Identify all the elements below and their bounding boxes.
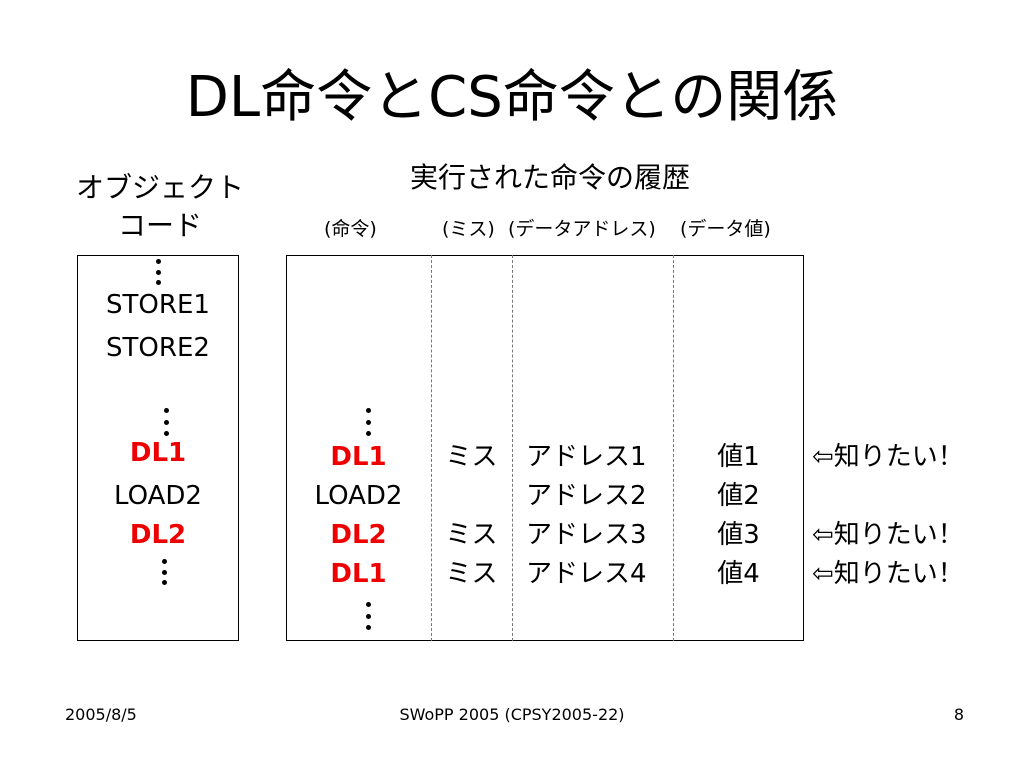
vertical-ellipsis-icon (153, 259, 163, 285)
slide-title: DL命令とCS命令との関係 (185, 65, 839, 130)
note-text: 知りたい！ (833, 442, 964, 472)
object-code-line: DL2 (129, 520, 187, 550)
object-code-line: STORE1 (106, 290, 210, 320)
object-code-caption-line1: オブジェクト (75, 171, 244, 204)
column-divider (431, 255, 432, 641)
column-divider (673, 255, 674, 641)
history-value: 値3 (717, 520, 760, 550)
history-miss: ミス (445, 520, 498, 550)
vertical-ellipsis-icon (363, 408, 373, 436)
object-code-box (77, 255, 239, 641)
column-header-instruction: (命令) (324, 218, 377, 240)
history-value: 値2 (717, 481, 760, 511)
footer-page-number: 8 (953, 705, 964, 724)
history-address: アドレス1 (526, 442, 647, 472)
history-miss: ミス (445, 559, 498, 589)
footer-conference: SWoPP 2005 (CPSY2005-22) (399, 705, 625, 724)
want-to-know-note: ⇦知りたい！ (812, 440, 964, 474)
vertical-ellipsis-icon (161, 408, 171, 436)
note-text: 知りたい！ (833, 520, 964, 550)
history-address: アドレス4 (526, 559, 647, 589)
history-address: アドレス3 (526, 520, 647, 550)
column-header-miss: (ミス) (442, 218, 495, 240)
object-code-line: DL1 (129, 438, 187, 468)
column-header-data-address: (データアドレス) (508, 218, 656, 240)
vertical-ellipsis-icon (363, 602, 373, 630)
column-divider (512, 255, 513, 641)
history-instruction: DL1 (330, 442, 387, 472)
history-caption: 実行された命令の履歴 (409, 161, 690, 194)
want-to-know-note: ⇦知りたい！ (812, 557, 964, 591)
history-value: 値4 (717, 559, 760, 589)
history-instruction: DL2 (330, 520, 387, 550)
object-code-line: LOAD2 (114, 481, 202, 511)
column-header-data-value: (データ値) (680, 218, 771, 240)
object-code-line: STORE2 (106, 333, 210, 363)
vertical-ellipsis-icon (159, 559, 169, 585)
history-instruction: DL1 (330, 559, 387, 589)
note-text: 知りたい！ (833, 559, 964, 589)
object-code-caption-line2: コード (117, 209, 202, 242)
history-table (286, 255, 804, 641)
left-arrow-icon: ⇦ (812, 559, 834, 589)
history-instruction: LOAD2 (314, 481, 403, 511)
left-arrow-icon: ⇦ (812, 520, 834, 550)
history-address: アドレス2 (526, 481, 647, 511)
history-value: 値1 (717, 442, 760, 472)
left-arrow-icon: ⇦ (812, 442, 834, 472)
footer-date: 2005/8/5 (65, 705, 137, 724)
want-to-know-note: ⇦知りたい！ (812, 518, 964, 552)
history-miss: ミス (445, 442, 498, 472)
